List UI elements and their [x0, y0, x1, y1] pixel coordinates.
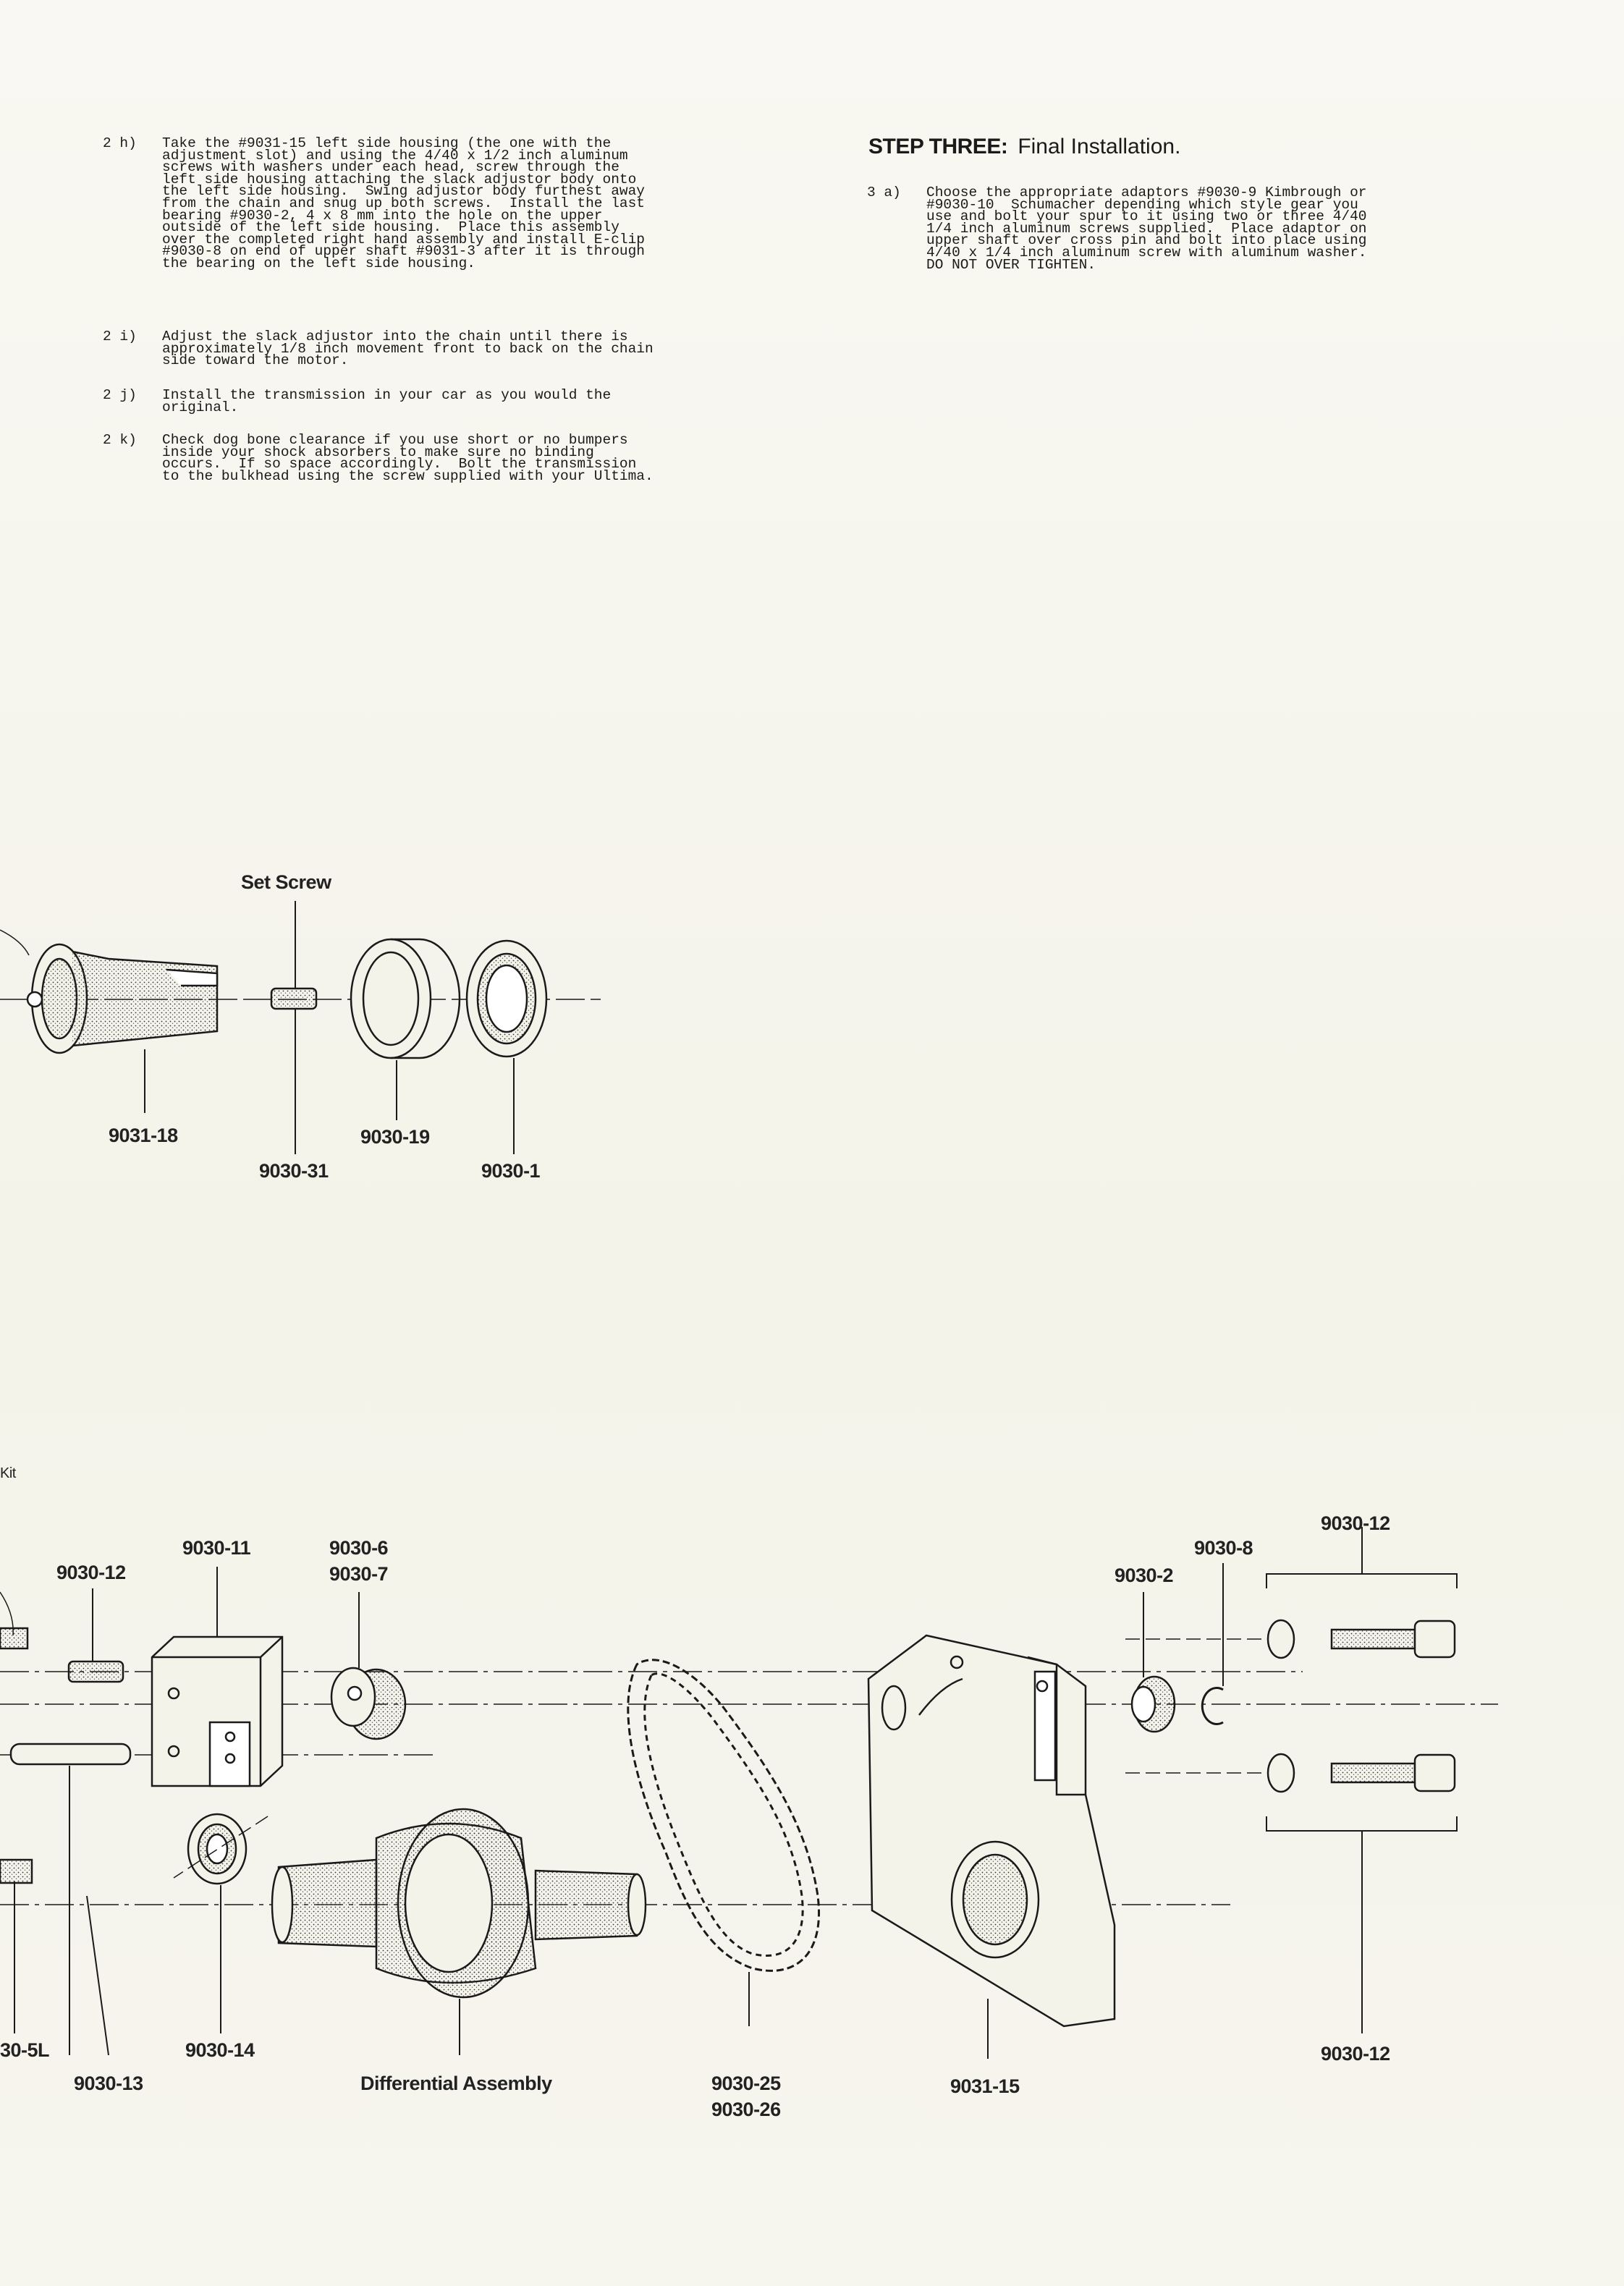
diff-assembly-label: Differential Assembly	[360, 2073, 552, 2094]
instruction-2h: 2 h) Take the #9031-15 left side housing…	[103, 135, 754, 271]
bearing-small-icon	[187, 1813, 248, 1885]
step-text: Adjust the slack adjustor into the chain…	[162, 329, 654, 369]
part-label: 9030-11	[182, 1537, 251, 1559]
lower-assembly	[0, 1527, 1498, 2059]
step-text: Check dog bone clearance if you use shor…	[162, 432, 654, 484]
part-label: 9030-2	[1115, 1565, 1173, 1586]
part-label: 9030-31	[259, 1160, 329, 1182]
pin-icon	[9, 1743, 132, 1766]
e-clip-icon	[1201, 1687, 1224, 1725]
upper-part-labels: Set Screw 9031-18 9030-31 9030-19 9030-1	[109, 871, 541, 1182]
part-label: 30-5L	[0, 2039, 49, 2061]
kit-fragment-label: Kit	[0, 1465, 17, 1481]
screw-stub-icon	[0, 1858, 33, 1884]
lower-part-labels: Kit 9030-12 9030-11 9030-6 9030-7 9030-2…	[0, 1465, 1390, 2120]
step-three-label: STEP THREE:	[868, 135, 1008, 158]
instruction-2k: 2 k) Check dog bone clearance if you use…	[103, 432, 754, 484]
part-label: 9030-6	[329, 1537, 389, 1559]
part-label: 9030-7	[329, 1563, 388, 1585]
grub-screw-icon	[67, 1660, 124, 1683]
set-screw-label: Set Screw	[241, 871, 332, 893]
step-three-title: Final Installation.	[1018, 135, 1181, 158]
instruction-2i: 2 i) Adjust the slack adjustor into the …	[103, 329, 754, 369]
bearing-icon	[465, 939, 548, 1058]
part-label: 9030-19	[360, 1126, 430, 1148]
part-label: 9030-13	[74, 2073, 143, 2094]
chain-icon	[627, 1659, 820, 1972]
part-label: 9030-12	[1321, 2043, 1390, 2065]
step-label: 2 h)	[103, 135, 137, 151]
part-label: 9030-12	[1321, 1512, 1390, 1534]
part-label: 9030-26	[711, 2099, 781, 2120]
instruction-2j: 2 j) Install the transmission in your ca…	[103, 387, 754, 415]
step-text: Take the #9031-15 left side housing (the…	[162, 135, 646, 271]
outdrive-part-icon	[0, 929, 219, 1054]
spacer-ring-icon	[350, 938, 461, 1059]
set-screw-icon	[270, 987, 318, 1010]
differential-assembly-icon	[271, 1808, 647, 1999]
part-label: 9030-25	[711, 2073, 781, 2094]
sprocket-icon	[330, 1667, 407, 1740]
bearing-upper-icon	[1130, 1675, 1176, 1733]
part-label: 9030-1	[481, 1160, 541, 1182]
step-label: 2 i)	[103, 329, 137, 344]
step-three-heading: STEP THREE: Final Installation.	[868, 135, 1180, 159]
part-label: 9030-12	[56, 1562, 126, 1583]
step-text: Choose the appropriate adaptors #9030-9 …	[926, 185, 1367, 273]
upper-assembly	[0, 901, 601, 1154]
side-housing-icon	[867, 1634, 1116, 2028]
step-label: 3 a)	[867, 185, 901, 200]
part-label: 9031-18	[109, 1125, 178, 1146]
part-label: 9030-8	[1194, 1537, 1253, 1559]
housing-screw-icon	[1266, 1619, 1456, 1659]
part-label: 9031-15	[950, 2075, 1020, 2097]
part-label: 9030-14	[185, 2039, 255, 2061]
step-label: 2 j)	[103, 387, 137, 403]
screw-stub-icon	[0, 1627, 29, 1650]
step-text: Install the transmission in your car as …	[162, 387, 612, 415]
adjustor-block-icon	[151, 1635, 284, 1787]
step-label: 2 k)	[103, 432, 137, 448]
housing-screw-icon	[1266, 1753, 1456, 1793]
instruction-3a: 3 a) Choose the appropriate adaptors #90…	[867, 185, 1518, 273]
